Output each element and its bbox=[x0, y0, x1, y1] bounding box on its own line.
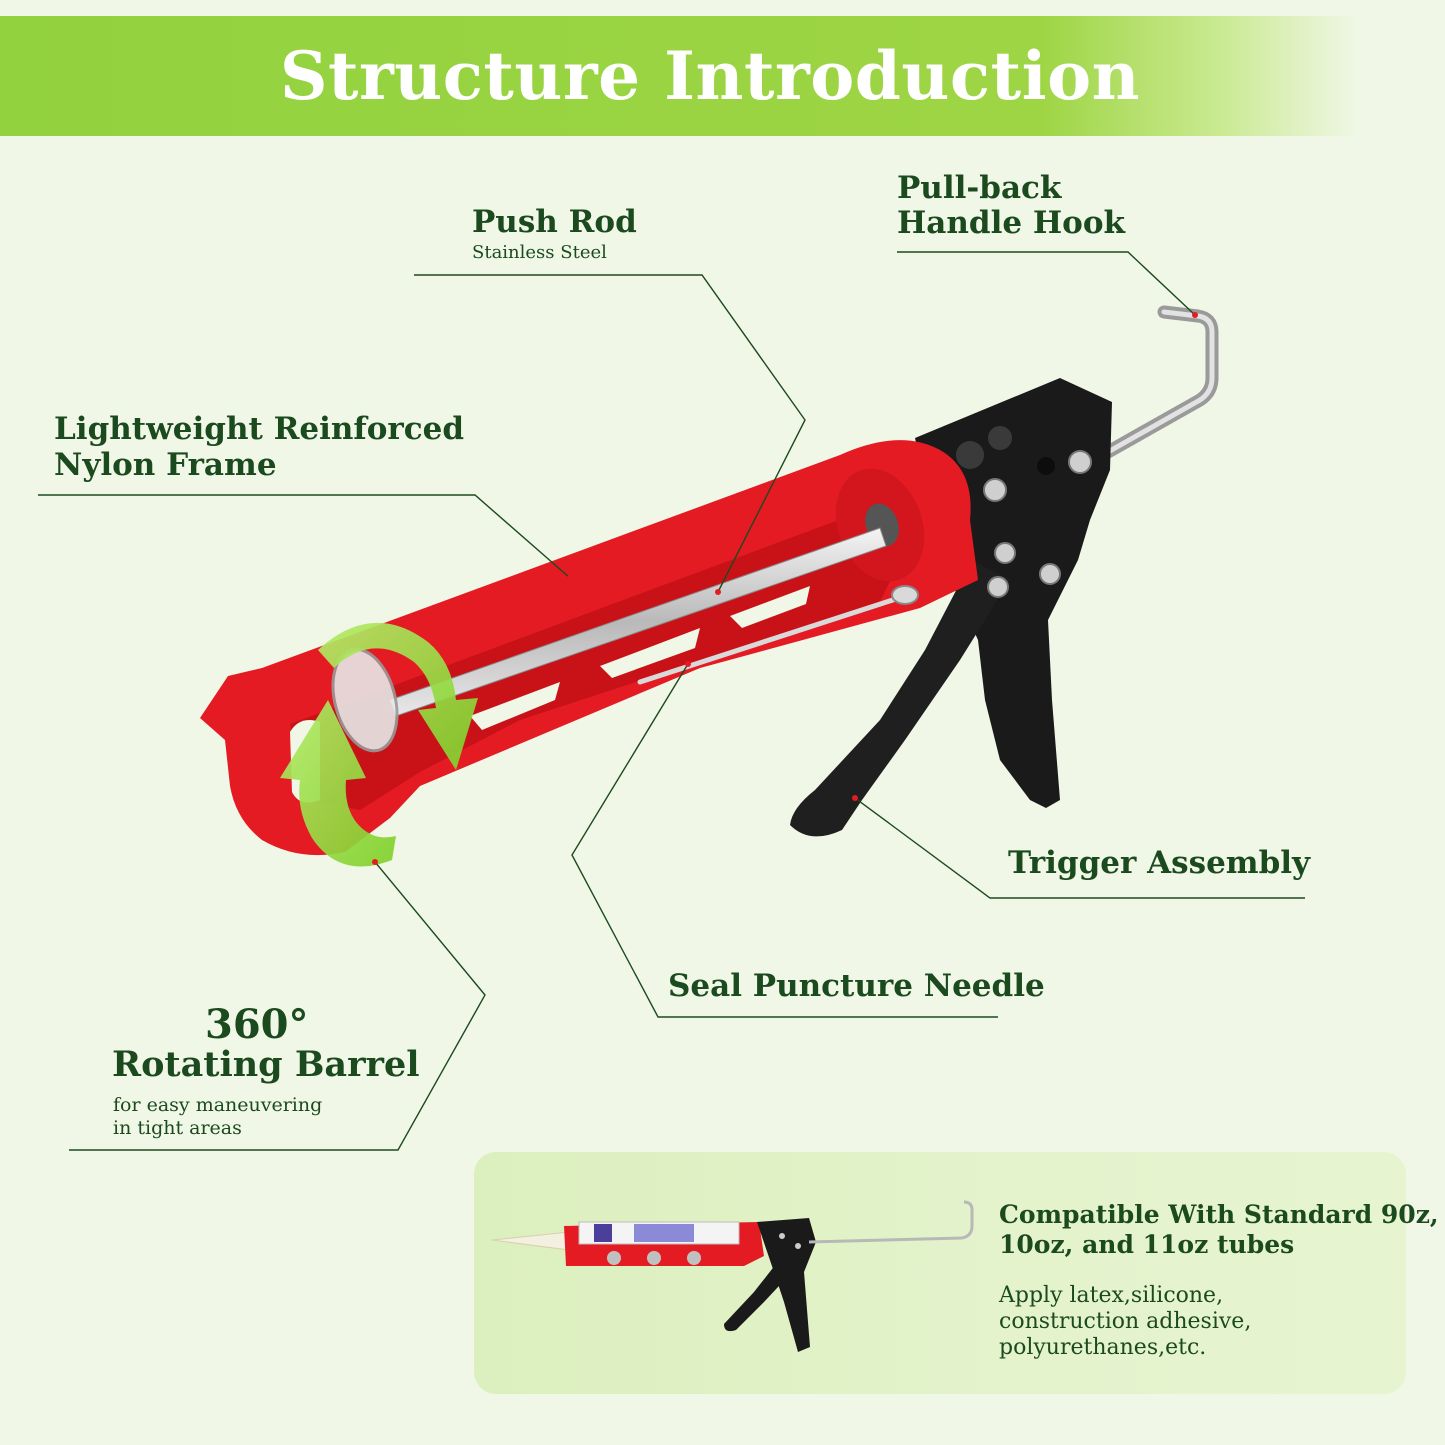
leader-lines bbox=[38, 251, 1305, 1151]
label-frame-line1: Lightweight Reinforced bbox=[54, 411, 465, 447]
leader-needle bbox=[571, 663, 998, 1018]
rotation-arrows-icon bbox=[280, 622, 478, 867]
label-trigger: Trigger Assembly bbox=[1008, 845, 1311, 881]
marker-dots bbox=[372, 312, 1198, 865]
compat-heading-line2: 10oz, and 11oz tubes bbox=[999, 1230, 1295, 1259]
title-banner bbox=[0, 16, 1445, 136]
loaded-caulk-gun-image bbox=[491, 1200, 974, 1352]
compat-desc-line2: construction adhesive, bbox=[999, 1309, 1252, 1334]
leader-push-rod bbox=[414, 274, 806, 593]
leader-frame bbox=[38, 494, 571, 579]
label-push-rod-material: Stainless Steel bbox=[472, 242, 607, 263]
compat-desc-line1: Apply latex,silicone, bbox=[999, 1283, 1224, 1308]
compat-desc-line3: polyurethanes,etc. bbox=[999, 1335, 1207, 1360]
label-rotate-sub2: in tight areas bbox=[113, 1117, 242, 1139]
leader-trigger bbox=[854, 797, 1305, 899]
leader-hook bbox=[897, 251, 1196, 316]
label-rotate-degrees: 360° bbox=[205, 1001, 309, 1048]
seal-puncture-needle bbox=[637, 585, 919, 685]
compatibility-card bbox=[474, 1152, 1406, 1394]
label-needle: Seal Puncture Needle bbox=[668, 968, 1045, 1004]
label-frame-line2: Nylon Frame bbox=[54, 447, 277, 483]
compat-heading-line1: Compatible With Standard 90z, bbox=[999, 1200, 1439, 1229]
leader-rotating bbox=[69, 861, 486, 1151]
label-hook-line2: Handle Hook bbox=[897, 205, 1126, 241]
pull-back-hook bbox=[1101, 305, 1219, 459]
label-hook-line1: Pull-back bbox=[897, 170, 1062, 206]
page-title: Structure Introduction bbox=[279, 37, 1141, 115]
label-rotate-title: Rotating Barrel bbox=[112, 1044, 420, 1085]
label-rotate-sub1: for easy maneuvering bbox=[113, 1094, 323, 1116]
label-push-rod: Push Rod bbox=[472, 204, 637, 240]
push-rod bbox=[331, 527, 887, 753]
